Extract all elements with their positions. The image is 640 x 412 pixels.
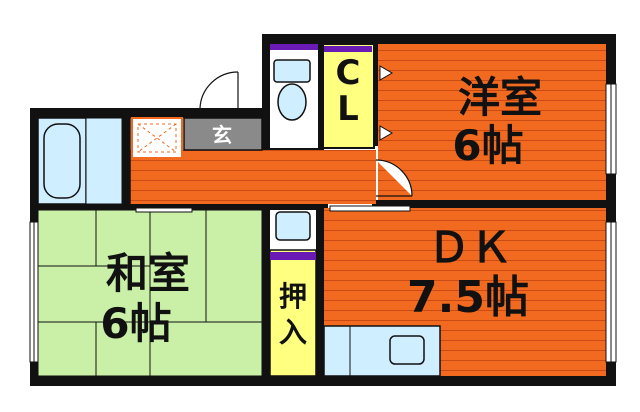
western-room-name: 洋室 — [458, 73, 542, 122]
bathtub-icon — [43, 123, 81, 199]
toilet-icon — [273, 59, 311, 121]
dk-room: ＤＫ 7.5帖 — [323, 205, 617, 377]
closet: C L — [321, 43, 375, 149]
japanese-room-name: 和室 — [106, 249, 190, 298]
closet-label-c: C — [336, 53, 361, 93]
dk-room-size: 7.5帖 — [407, 272, 529, 323]
western-room-size: 6帖 — [452, 121, 523, 170]
washroom — [270, 204, 324, 376]
japanese-room: 和室 6帖 — [29, 204, 270, 377]
storage-label-1: 押 — [279, 280, 307, 313]
storage: 押 入 — [269, 249, 317, 377]
storage-label-2: 入 — [279, 316, 307, 349]
closet-label-l: L — [337, 89, 359, 129]
sink-icon — [389, 335, 425, 365]
kitchen-counter — [323, 325, 441, 377]
japanese-room-size: 6帖 — [100, 299, 171, 348]
washbasin-icon — [275, 211, 311, 241]
bathroom — [37, 117, 131, 210]
shoe-box — [131, 117, 183, 159]
dk-room-name: ＤＫ — [428, 223, 512, 272]
entrance-label: 玄 — [212, 123, 232, 147]
entrance: 玄 — [183, 71, 263, 151]
